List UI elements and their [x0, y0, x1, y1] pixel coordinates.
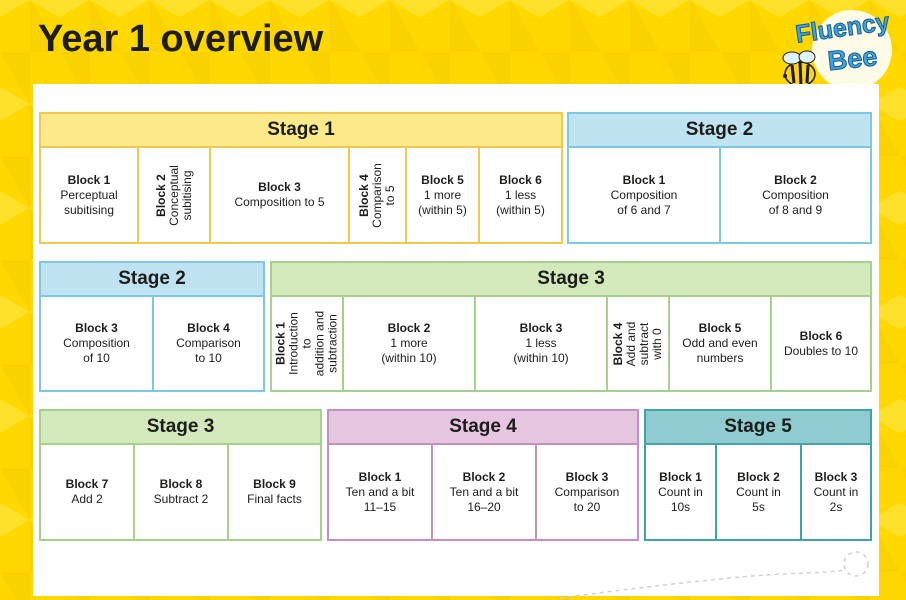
block-description: Ten and a bit 11–15	[345, 484, 415, 514]
block-card: Block 9 Final facts	[229, 445, 320, 539]
block-title: Block 8	[159, 477, 203, 491]
block-description: Final facts	[247, 492, 302, 506]
block-title: Block 2	[774, 172, 817, 187]
block-description: Comparison to 5	[370, 162, 398, 228]
block-card: Block 5 Odd and even numbers	[670, 297, 772, 390]
block-title: Block 3	[75, 321, 118, 335]
block-title: Block 4	[187, 321, 230, 335]
block-title: Block 5	[698, 321, 742, 335]
block-card: Block 1 Count in 10s	[646, 445, 717, 539]
block-description: Doubles to 10	[783, 343, 859, 358]
block-description: Composition of 6 and 7	[610, 187, 678, 217]
block-title: Block 9	[253, 477, 296, 491]
stage-3-continued-box: Stage 3 Block 7 Add 2 Block 8 Subtract 2…	[39, 409, 322, 541]
block-card: Block 3 Composition of 10	[41, 297, 154, 390]
block-description: 1 more (within 10)	[381, 336, 437, 365]
stage-5-box: Stage 5 Block 1 Count in 10s Block 2 Cou…	[644, 409, 872, 541]
block-card: Block 6 1 less (within 5)	[480, 148, 561, 242]
block-description: Count in 2s	[813, 484, 859, 514]
block-title: Block 7	[65, 477, 109, 491]
block-card: Block 1 Composition of 6 and 7	[569, 148, 721, 242]
block-card: Block 5 1 more (within 5)	[407, 148, 480, 242]
block-card: Block 7 Add 2	[41, 445, 135, 539]
block-title: Block 1	[659, 469, 702, 484]
block-title: Block 1	[358, 469, 402, 484]
bee-flight-path	[560, 551, 869, 599]
stage-heading: Stage 3	[41, 411, 320, 445]
block-title: Block 3	[565, 469, 609, 484]
block-description: Composition of 10	[63, 336, 130, 365]
block-card: Block 6 Doubles to 10	[772, 297, 870, 390]
block-description: Comparison to 10	[176, 336, 241, 365]
block-card: Block 3 1 less (within 10)	[476, 297, 608, 390]
block-card: Block 2 Count in 5s	[717, 445, 802, 539]
stage-heading: Stage 2	[41, 263, 263, 297]
stage-2-box: Stage 2 Block 1 Composition of 6 and 7 B…	[567, 112, 872, 244]
stage-4-box: Stage 4 Block 1 Ten and a bit 11–15 Bloc…	[327, 409, 639, 541]
block-title: Block 3	[258, 180, 301, 194]
block-description: Conceptual subitising	[166, 164, 194, 226]
block-card: Block 2 Ten and a bit 16–20	[433, 445, 537, 539]
stage-1-box: Stage 1 Block 1 Perceptual subitising Bl…	[39, 112, 563, 244]
block-description: Comparison to 20	[554, 484, 620, 514]
block-description: Add 2	[71, 492, 103, 506]
block-title: Block 3	[814, 469, 858, 484]
block-title: Block 3	[519, 321, 563, 335]
block-description: Perceptual subitising	[60, 187, 118, 217]
block-description: Composition of 8 and 9	[762, 187, 829, 217]
block-card: Block 1 Ten and a bit 11–15	[329, 445, 433, 539]
block-title: Block 6	[799, 328, 843, 343]
stage-heading: Stage 2	[569, 114, 870, 148]
block-card: Block 3 Count in 2s	[802, 445, 870, 539]
block-title: Block 2	[153, 173, 168, 217]
stage-2-continued-box: Stage 2 Block 3 Composition of 10 Block …	[39, 261, 265, 392]
block-card: Block 2 1 more (within 10)	[344, 297, 476, 390]
block-card: Block 8 Subtract 2	[135, 445, 229, 539]
block-description: Count in 10s	[658, 484, 703, 514]
block-card: Block 1 Perceptual subitising	[41, 148, 139, 242]
block-description: Odd and even numbers	[682, 336, 758, 365]
fluency-bee-logo: Fluency Bee	[782, 7, 892, 90]
block-card: Block 2 Composition of 8 and 9	[721, 148, 870, 242]
block-description: Ten and a bit 16–20	[449, 484, 519, 514]
block-card: Block 3 Comparison to 20	[537, 445, 637, 539]
block-title: Block 1	[67, 172, 111, 187]
stage-heading: Stage 3	[272, 263, 870, 297]
block-description: Subtract 2	[153, 492, 209, 506]
block-description: 1 more (within 5)	[418, 187, 467, 217]
block-title: Block 1	[622, 172, 666, 187]
stage-heading: Stage 5	[646, 411, 870, 445]
block-title: Block 6	[499, 172, 542, 187]
block-description: Introduction to addition and subtraction	[286, 310, 340, 377]
block-card: Block 4 Comparison to 10	[154, 297, 263, 390]
block-title: Block 5	[421, 172, 464, 187]
block-description: Add and subtract with 0	[624, 321, 664, 366]
block-description: 1 less (within 10)	[513, 336, 569, 365]
block-description: 1 less (within 5)	[496, 187, 545, 217]
block-card: Block 3 Composition to 5	[211, 148, 350, 242]
svg-text:Bee: Bee	[826, 41, 878, 76]
block-description: Count in 5s	[736, 484, 781, 514]
block-description: Composition to 5	[234, 195, 325, 209]
block-title: Block 2	[462, 469, 506, 484]
block-title: Block 2	[387, 321, 431, 335]
block-title: Block 2	[737, 469, 780, 484]
stage-heading: Stage 4	[329, 411, 637, 445]
stage-heading: Stage 1	[41, 114, 561, 148]
page-title: Year 1 overview	[38, 18, 324, 60]
